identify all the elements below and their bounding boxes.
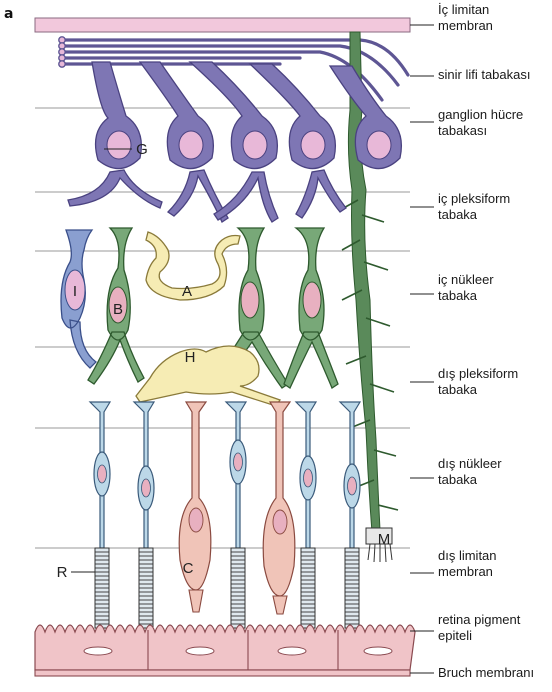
label-H: H bbox=[185, 349, 196, 366]
horizontal-cell bbox=[136, 346, 280, 406]
svg-text:ganglion hücre: ganglion hücre bbox=[438, 107, 523, 122]
layer-labels: İç limitan membran sinir lifi tabakası g… bbox=[410, 2, 534, 680]
svg-text:dış pleksiform: dış pleksiform bbox=[438, 366, 518, 381]
svg-text:tabaka: tabaka bbox=[438, 207, 478, 222]
svg-text:membran: membran bbox=[438, 564, 493, 579]
svg-text:Bruch membranı: Bruch membranı bbox=[438, 665, 534, 680]
svg-text:retina pigment: retina pigment bbox=[438, 612, 521, 627]
label-C: C bbox=[183, 560, 194, 577]
svg-text:tabakası: tabakası bbox=[438, 123, 487, 138]
layer-label-retina-pigment: retina pigment epiteli bbox=[410, 612, 521, 643]
layer-label-ganglion: ganglion hücre tabakası bbox=[410, 107, 523, 138]
layer-label-bruch: Bruch membranı bbox=[410, 665, 534, 680]
svg-text:tabaka: tabaka bbox=[438, 288, 478, 303]
svg-text:dış limitan: dış limitan bbox=[438, 548, 497, 563]
svg-text:İç limitan: İç limitan bbox=[438, 2, 489, 17]
rod-stripes bbox=[95, 552, 359, 624]
label-B: B bbox=[113, 301, 123, 318]
amacrine-cell bbox=[146, 232, 240, 300]
pigment-epithelium bbox=[35, 625, 415, 670]
layer-label-ic-nukleer: iç nükleer tabaka bbox=[410, 272, 494, 303]
layer-label-sinir-lifi: sinir lifi tabakası bbox=[410, 67, 530, 82]
svg-text:iç pleksiform: iç pleksiform bbox=[438, 191, 510, 206]
svg-text:tabaka: tabaka bbox=[438, 382, 478, 397]
rod-cell-bodies bbox=[94, 440, 360, 510]
nerve-fiber-ends bbox=[59, 37, 65, 67]
svg-text:iç nükleer: iç nükleer bbox=[438, 272, 494, 287]
panel-letter: a bbox=[4, 6, 13, 22]
layer-label-ic-pleksiform: iç pleksiform tabaka bbox=[410, 191, 510, 222]
label-A: A bbox=[182, 283, 192, 300]
svg-text:epiteli: epiteli bbox=[438, 628, 472, 643]
layer-label-dis-nukleer: dış nükleer tabaka bbox=[410, 456, 502, 487]
rod-nuclei bbox=[98, 453, 357, 497]
svg-text:tabaka: tabaka bbox=[438, 472, 478, 487]
inner-limiting-membrane-band bbox=[35, 18, 410, 32]
layer-label-dis-limitan: dış limitan membran bbox=[410, 548, 497, 579]
rods bbox=[90, 402, 360, 548]
rod-outer-segments bbox=[95, 548, 359, 628]
label-M: M bbox=[378, 531, 391, 548]
label-R: R bbox=[57, 564, 68, 581]
label-G: G bbox=[136, 141, 148, 158]
bruch-membrane-band bbox=[35, 670, 410, 676]
label-I: I bbox=[73, 283, 77, 300]
svg-text:dış nükleer: dış nükleer bbox=[438, 456, 502, 471]
layer-label-dis-pleksiform: dış pleksiform tabaka bbox=[410, 366, 518, 397]
svg-text:membran: membran bbox=[438, 18, 493, 33]
svg-text:sinir lifi tabakası: sinir lifi tabakası bbox=[438, 67, 530, 82]
layer-label-ic-limitan: İç limitan membran bbox=[410, 2, 493, 33]
